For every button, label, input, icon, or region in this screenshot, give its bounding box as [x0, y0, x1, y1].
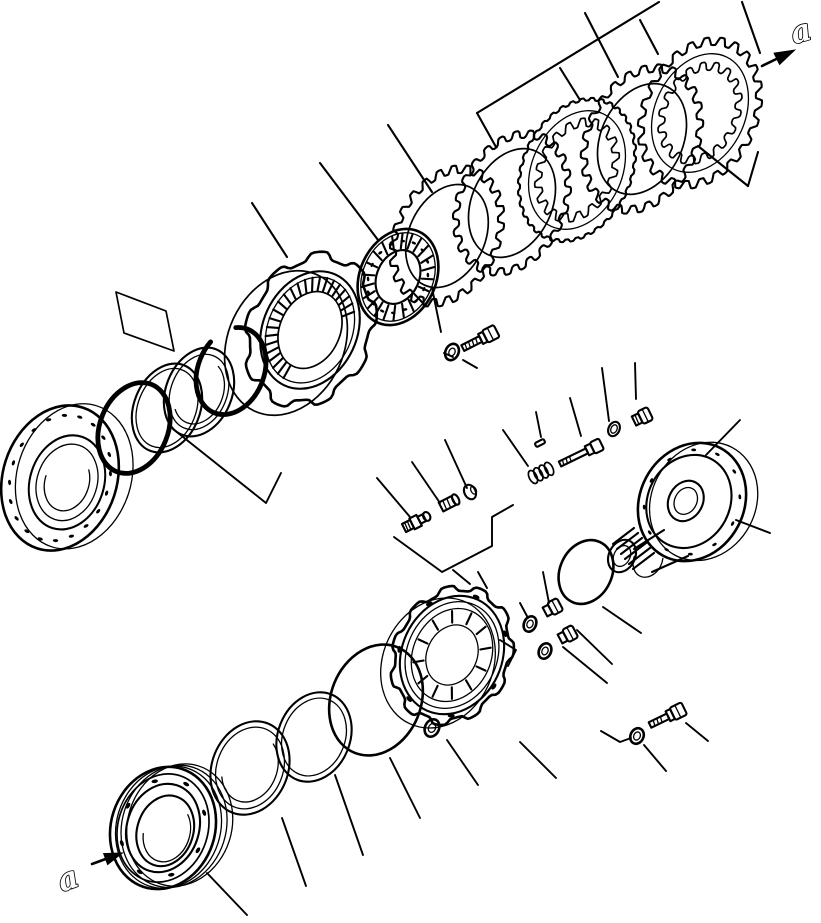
splined-end [606, 538, 638, 574]
arrow-icon [760, 49, 797, 68]
ref-label-a-top: a [786, 12, 815, 52]
bearing-cage-flange [0, 403, 134, 552]
friction-disc [517, 96, 637, 244]
axle-o-ring [557, 538, 642, 634]
plug-washer-upper [522, 597, 564, 633]
grease-nipple [400, 510, 432, 534]
fitting-body [437, 493, 461, 513]
washer [443, 342, 461, 362]
o-ring-thick [95, 380, 173, 476]
seal-ring [130, 362, 204, 454]
plug-washer-lower [537, 624, 579, 660]
ref-label-a-bottom: a [52, 859, 83, 900]
upper-left-leaders [250, 123, 434, 259]
pin [534, 438, 546, 448]
spline-ridges [611, 526, 656, 571]
friction-disc [636, 36, 764, 190]
view-ref-top-right: a [760, 11, 816, 68]
hex-plug [630, 406, 654, 427]
axle-spindle [606, 419, 771, 578]
arrow-icon [90, 852, 124, 866]
small-parts-row [502, 362, 654, 485]
large-o-ring [327, 643, 425, 757]
seal-retainer-flange [108, 763, 248, 916]
center-bolt [557, 437, 605, 468]
oil-seal-middle [275, 691, 353, 783]
brake-disc-stack [388, 36, 764, 308]
seal-ring [162, 346, 236, 438]
small-o-ring [607, 420, 621, 438]
grease-fitting-set [376, 439, 514, 573]
upper-bolt-washer [431, 287, 501, 369]
fitting-cap [462, 483, 478, 501]
coil-spring [527, 461, 555, 485]
plug-washer-pair [499, 571, 613, 684]
brake-housing [380, 569, 516, 738]
oil-seal-outer [209, 720, 291, 816]
snap-ring [193, 325, 269, 417]
tapered-roller-bearing [356, 227, 440, 327]
separator-plate [451, 129, 573, 277]
separator-plate [579, 63, 705, 215]
bottom-seal-rings [209, 643, 557, 887]
seal-ring-set [95, 291, 282, 504]
lower-bolt-washer [600, 701, 709, 772]
housing-washer [423, 718, 441, 738]
ring-gear-drum [223, 250, 379, 417]
bolt [460, 324, 501, 352]
view-ref-bottom-left: a [52, 852, 124, 900]
